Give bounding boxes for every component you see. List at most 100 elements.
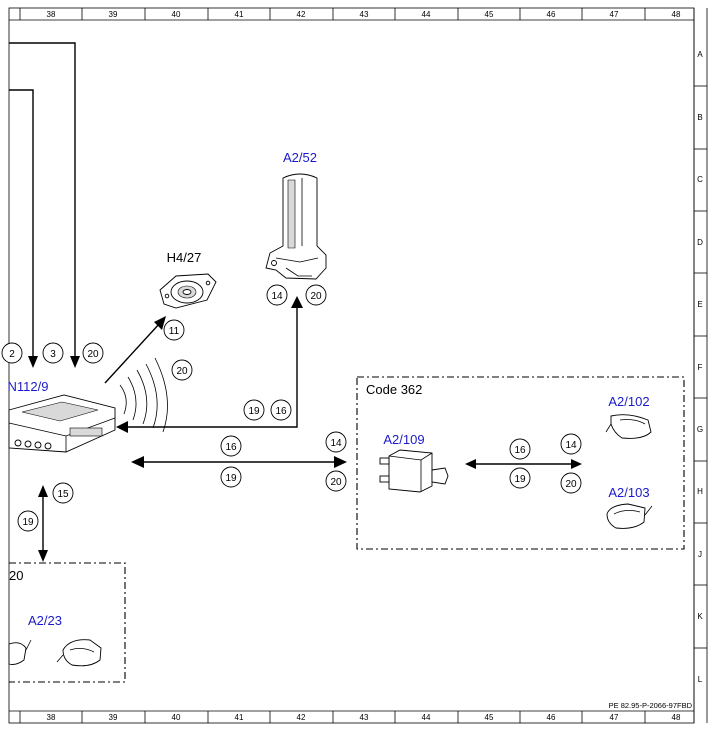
ruler-right-j: J	[698, 550, 702, 559]
a2-52-circle-right: 20	[305, 284, 327, 306]
conn-circle-19: 19	[243, 399, 265, 421]
ruler-right-g: G	[697, 425, 703, 434]
ruler-bottom-47: 47	[610, 713, 619, 722]
mid-circle-20: 20	[325, 470, 347, 492]
incoming-line-inner	[9, 89, 38, 368]
ruler-bottom-41: 41	[235, 713, 244, 722]
svg-text:2: 2	[9, 349, 15, 360]
ruler-bottom-45: 45	[485, 713, 494, 722]
a2-23-mirror-right-part	[56, 639, 102, 667]
ruler-top-44: 44	[422, 10, 431, 19]
h4-27-speaker-part	[159, 273, 217, 309]
ruler-top-47: 47	[610, 10, 619, 19]
svg-text:20: 20	[310, 291, 322, 302]
wireless-wave-icon	[119, 357, 168, 433]
code-362-block	[356, 376, 685, 550]
svg-text:19: 19	[22, 517, 34, 528]
ruler-bottom-42: 42	[297, 713, 306, 722]
svg-text:3: 3	[50, 349, 56, 360]
ruler-bottom-43: 43	[360, 713, 369, 722]
ruler-top-45: 45	[485, 10, 494, 19]
svg-text:19: 19	[514, 474, 526, 485]
ruler-right-a: A	[697, 50, 703, 59]
h4-27-label: H4/27	[167, 250, 202, 265]
svg-text:14: 14	[330, 438, 342, 449]
svg-text:16: 16	[275, 406, 287, 417]
h4-27-arrow	[104, 316, 166, 384]
a2-109-label: A2/109	[383, 432, 424, 447]
ruler-right-l: L	[698, 675, 703, 684]
left-bottom-block	[9, 562, 126, 683]
ruler-right-b: B	[697, 113, 702, 122]
mid-circle-16: 16	[220, 435, 242, 457]
ruler-top-42: 42	[297, 10, 306, 19]
a2-103-mirror-part	[606, 503, 653, 529]
ruler-right-c: C	[697, 175, 703, 184]
antenna-connection-line	[116, 296, 303, 433]
ruler-top-39: 39	[109, 10, 118, 19]
mid-circle-19: 19	[220, 466, 242, 488]
n112-circle-mid: 3	[42, 342, 64, 364]
svg-text:20: 20	[87, 349, 99, 360]
incoming-line-outer	[9, 42, 80, 368]
down-circle-19: 19	[17, 510, 39, 532]
svg-text:20: 20	[176, 366, 188, 377]
svg-text:19: 19	[225, 473, 237, 484]
code-circle-20: 20	[560, 472, 582, 494]
code-circle-14: 14	[560, 433, 582, 455]
a2-23-label: A2/23	[28, 613, 62, 628]
code-circle-16: 16	[509, 438, 531, 460]
a2-52-antenna-part	[265, 173, 327, 280]
frame	[8, 7, 708, 724]
n112-9-unit-part	[8, 394, 116, 453]
ruler-right-k: K	[697, 612, 703, 621]
ruler-bottom-39: 39	[109, 713, 118, 722]
svg-text:14: 14	[271, 291, 283, 302]
ruler-bottom-44: 44	[422, 713, 431, 722]
ruler-top-41: 41	[235, 10, 244, 19]
ruler-bottom-46: 46	[547, 713, 556, 722]
ruler-right-h: H	[697, 487, 703, 496]
a2-52-label: A2/52	[283, 150, 317, 165]
code-362-label: Code 362	[366, 382, 422, 397]
a2-109-module-part	[379, 449, 449, 493]
svg-text:20: 20	[330, 477, 342, 488]
ruler-top-48: 48	[672, 10, 681, 19]
right-ruler-labels: A B C D E F G H J K L	[697, 50, 703, 684]
down-circle-15: 15	[52, 482, 74, 504]
top-ruler-labels: 38 39 40 41 42 43 44 45 46 47 48	[47, 10, 681, 19]
down-connection-line	[38, 485, 48, 562]
ruler-bottom-40: 40	[172, 713, 181, 722]
svg-text:16: 16	[514, 445, 526, 456]
ruler-top-38: 38	[47, 10, 56, 19]
svg-text:19: 19	[248, 406, 260, 417]
svg-text:15: 15	[57, 489, 69, 500]
ruler-bottom-48: 48	[672, 713, 681, 722]
n112-circle-left: 2	[1, 342, 23, 364]
ruler-top-43: 43	[360, 10, 369, 19]
wave-circle: 20	[171, 359, 193, 381]
mid-circle-14: 14	[325, 431, 347, 453]
svg-text:20: 20	[565, 479, 577, 490]
bottom-ruler-labels: 38 39 40 41 42 43 44 45 46 47 48	[47, 713, 681, 722]
a2-23-mirror-left-part	[8, 639, 32, 665]
svg-text:11: 11	[169, 326, 180, 337]
svg-text:16: 16	[225, 442, 237, 453]
a2-109-mirror-connection	[465, 459, 582, 469]
a2-102-mirror-part	[605, 414, 652, 439]
svg-text:14: 14	[565, 440, 577, 451]
n112-circle-right: 20	[82, 342, 104, 364]
conn-circle-16: 16	[270, 399, 292, 421]
ruler-right-e: E	[697, 300, 702, 309]
ruler-right-d: D	[697, 238, 703, 247]
a2-52-circle-left: 14	[266, 284, 288, 306]
code-circle-19: 19	[509, 467, 531, 489]
a2-103-label: A2/103	[608, 485, 649, 500]
ruler-right-f: F	[698, 363, 703, 372]
a2-102-label: A2/102	[608, 394, 649, 409]
document-code: PE 82.95-P-2066-97FBD	[609, 701, 693, 710]
left-block-label: 20	[9, 568, 23, 583]
a2-109-connection-line	[131, 456, 347, 468]
ruler-top-46: 46	[547, 10, 556, 19]
